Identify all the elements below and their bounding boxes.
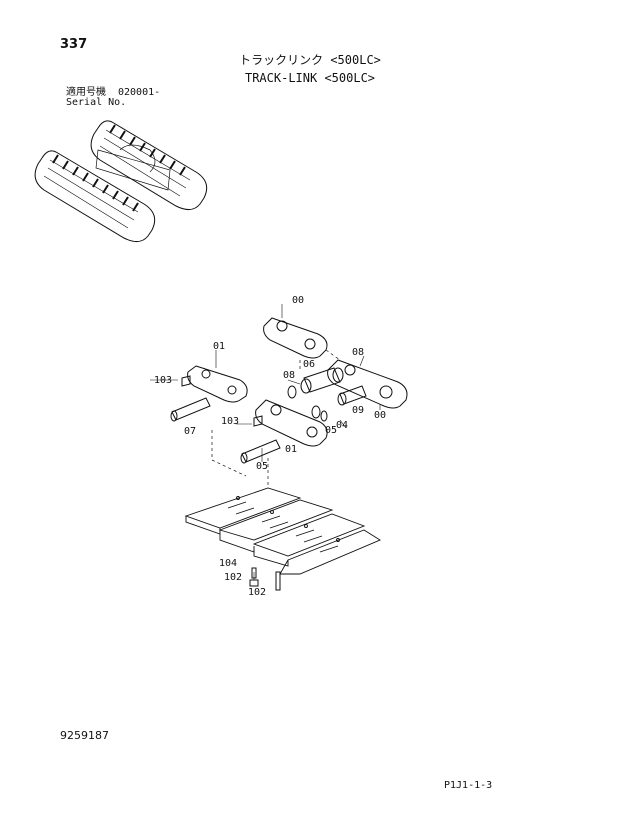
part-label-05: 05 [256,461,268,472]
part-label-103: 103 [154,375,172,386]
part-label-08-lower: 08 [283,370,295,381]
part-labels: 00 01 08 06 08 103 09 00 103 04 05 07 01… [154,295,386,598]
part-label-102-bottom: 102 [248,587,266,598]
part-label-08: 08 [352,347,364,358]
part-label-05-small: 05 [325,425,337,436]
part-label-04: 04 [336,420,348,431]
part-label-104: 104 [219,558,237,569]
link-middle [255,399,328,447]
page-number: 337 [60,37,88,52]
part-label-103-middle: 103 [221,416,239,427]
drawing-number: 9259187 [60,729,109,742]
part-label-06: 06 [303,359,315,370]
title-japanese: トラックリンク <500LC> [239,53,381,67]
part-label-07: 07 [184,426,196,437]
serial-label-english: Serial No. [66,97,127,108]
serial-label-japanese: 適用号機 [66,87,106,98]
part-label-102: 102 [224,572,242,583]
title-english: TRACK-LINK <500LC> [244,71,376,85]
pin-long-left [171,397,211,421]
serial-number-value: 020001- [118,87,161,98]
exploded-parts [150,304,408,591]
part-label-01-middle: 01 [285,444,297,455]
part-label-00-right: 00 [374,410,386,421]
page-code: P1J1-1-3 [444,780,493,791]
track-overview-illustration [34,120,208,242]
track-shoes [184,487,381,575]
part-label-09: 09 [352,405,364,416]
pin-long-middle [241,439,281,463]
part-label-01: 01 [213,341,225,352]
link-left [187,365,248,403]
part-label-00: 00 [292,295,304,306]
link-right [327,359,408,409]
link-top [263,317,328,359]
pin-short [339,385,367,405]
